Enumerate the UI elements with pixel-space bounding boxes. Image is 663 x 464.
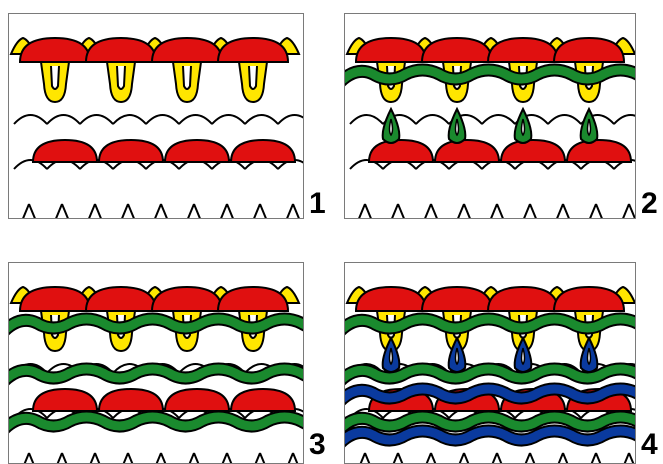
yellow-loop-hole <box>249 66 257 89</box>
red-loop-head <box>554 38 624 62</box>
red-loop-head <box>99 140 163 162</box>
knit-diagram-4 <box>345 263 636 464</box>
red-loop-head <box>231 140 295 162</box>
yellow-loop-hole <box>51 66 59 89</box>
red-loop-head <box>218 38 288 62</box>
panel-label-4: 4 <box>641 430 658 460</box>
blue-drop-loop-hole <box>390 348 393 364</box>
knit-diagram-3 <box>9 263 304 464</box>
red-loop-head <box>554 287 624 311</box>
red-loop-head <box>20 38 90 62</box>
yellow-loop-hole <box>183 66 191 89</box>
red-loop-head <box>86 287 156 311</box>
red-loop-head <box>567 140 631 162</box>
green-drop-loop-hole <box>522 119 525 135</box>
red-loop-head <box>165 389 229 411</box>
panel-2 <box>344 13 636 219</box>
red-loop-head <box>165 140 229 162</box>
red-loop-head <box>33 140 97 162</box>
stitch-legs <box>22 453 299 464</box>
stitch-legs <box>358 204 635 219</box>
blue-drop-loop-hole <box>522 348 525 364</box>
red-loop-head <box>20 287 90 311</box>
red-loop-head <box>369 140 433 162</box>
panel-label-3: 3 <box>309 430 326 460</box>
red-loop-head <box>488 287 558 311</box>
panel-3 <box>8 262 304 464</box>
green-drop-loop-hole <box>588 119 591 135</box>
red-loop-head <box>218 287 288 311</box>
red-loop-head <box>99 389 163 411</box>
red-loop-head <box>501 140 565 162</box>
panel-4 <box>344 262 636 464</box>
red-loop-head <box>422 38 492 62</box>
stitch-arches <box>14 115 304 124</box>
panel-label-2: 2 <box>641 189 658 219</box>
red-loop-head <box>86 38 156 62</box>
red-loop-head <box>488 38 558 62</box>
red-loop-head <box>231 389 295 411</box>
knit-diagram-1 <box>9 14 304 219</box>
blue-drop-loop-hole <box>588 348 591 364</box>
red-loop-head <box>356 287 426 311</box>
red-loop-head <box>152 287 222 311</box>
red-loop-head <box>33 389 97 411</box>
green-drop-loop-hole <box>456 119 459 135</box>
red-loop-head <box>152 38 222 62</box>
green-drop-loop-hole <box>390 119 393 135</box>
red-loop-head <box>356 38 426 62</box>
red-loop-head <box>435 140 499 162</box>
blue-drop-loop-hole <box>456 348 459 364</box>
stitch-legs <box>22 204 299 219</box>
stitch-legs <box>358 453 635 464</box>
knit-diagram-2 <box>345 14 636 219</box>
yellow-loop-hole <box>117 66 125 89</box>
panel-label-1: 1 <box>309 189 326 219</box>
red-loop-head <box>422 287 492 311</box>
panel-1 <box>8 13 304 219</box>
